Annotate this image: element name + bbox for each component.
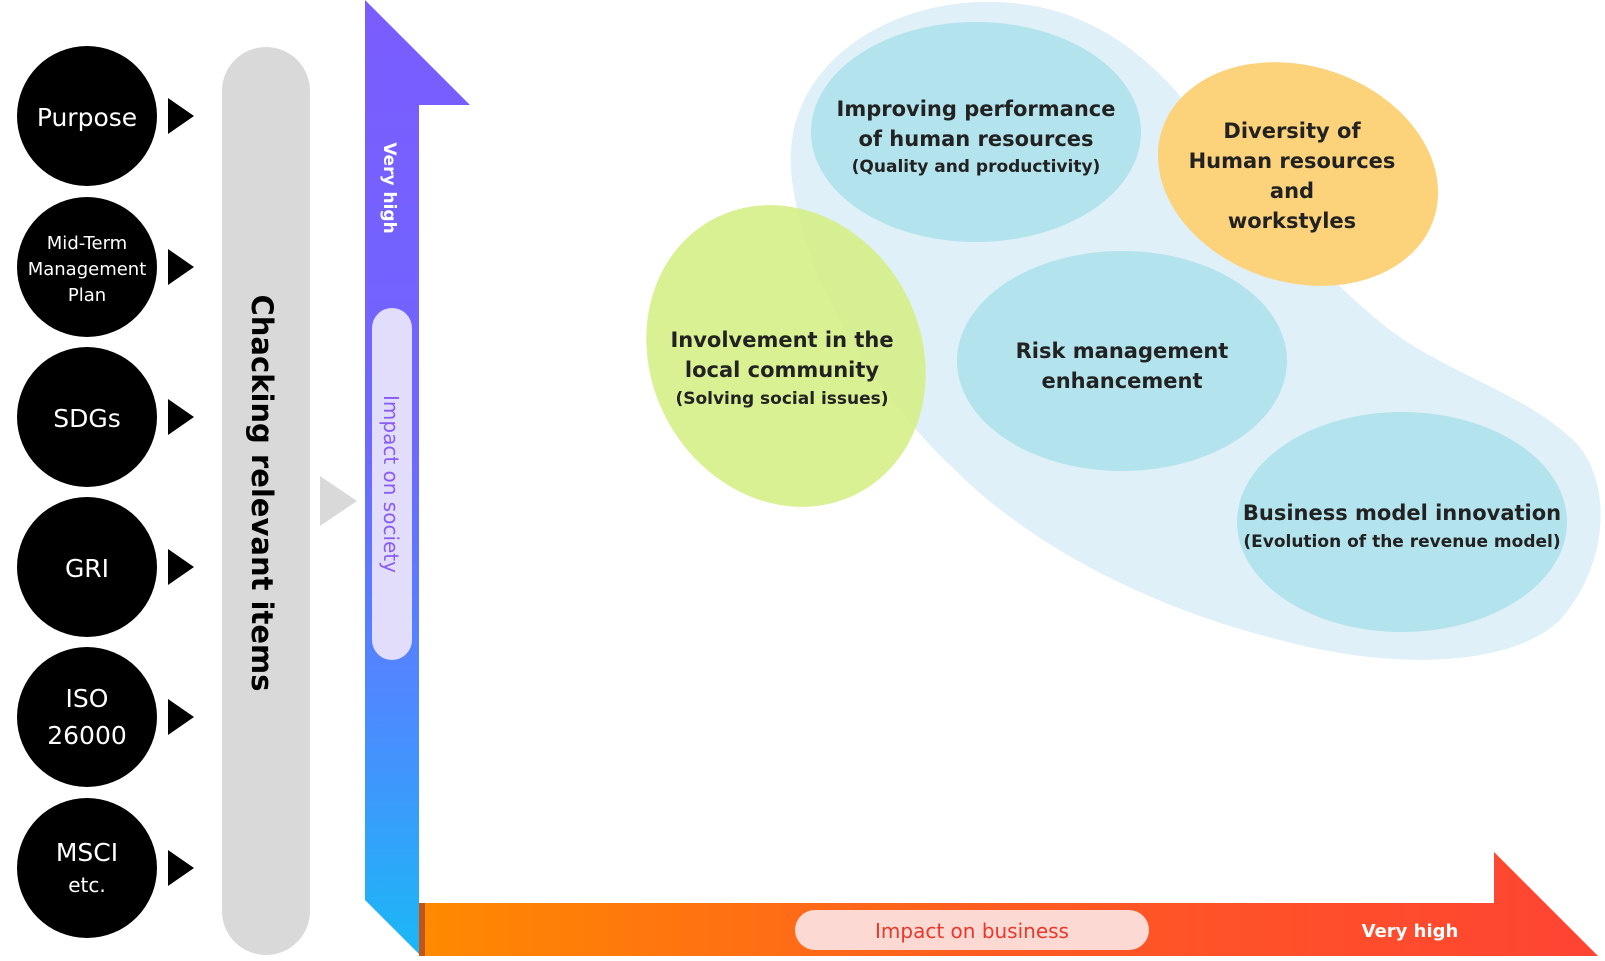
source-gri: GRI [17, 497, 194, 637]
triangle-right-icon [168, 549, 194, 585]
source-circle [17, 347, 157, 487]
item-human-resources-performance: Improving performance of human resources… [811, 22, 1141, 242]
source-label: 26000 [47, 721, 127, 750]
x-axis-title: Impact on business [875, 919, 1069, 943]
triangle-right-icon [168, 399, 194, 435]
triangle-right-icon [168, 249, 194, 285]
source-label: Purpose [37, 103, 137, 132]
item-ellipse [646, 205, 926, 507]
source-label: Plan [68, 285, 106, 306]
x-axis-title-pill [795, 910, 1149, 950]
axis-corner [419, 903, 425, 956]
item-title: Diversity of [1223, 119, 1361, 143]
item-ellipse [1157, 62, 1439, 286]
item-title: Business model innovation [1243, 501, 1561, 525]
y-axis-title-pill [372, 308, 412, 660]
item-title: Improving performance [837, 97, 1116, 121]
source-label: etc. [68, 873, 106, 897]
item-title: of human resources [858, 127, 1093, 151]
source-list: Purpose Mid-Term Management Plan SDGs GR… [17, 46, 194, 938]
source-circle [17, 197, 157, 337]
source-mid-term-plan: Mid-Term Management Plan [17, 197, 194, 337]
item-subtitle: (Solving social issues) [675, 389, 888, 409]
source-circle [17, 647, 157, 787]
y-axis-title: Impact on society [379, 395, 403, 573]
y-axis: Very high Impact on society [365, 0, 470, 954]
triangle-right-icon [168, 850, 194, 886]
item-risk-management: Risk management enhancement [957, 251, 1287, 471]
checking-bar: Chacking relevant items [222, 47, 357, 955]
x-axis-high-label: Very high [1362, 921, 1459, 942]
x-axis: Impact on business Very high [419, 852, 1598, 956]
source-label: SDGs [53, 404, 121, 433]
item-subtitle: (Evolution of the revenue model) [1243, 532, 1560, 552]
item-title: Involvement in the [670, 328, 893, 352]
item-title: workstyles [1228, 209, 1356, 233]
item-title: Human resources [1189, 149, 1396, 173]
source-label: GRI [65, 554, 109, 583]
item-ellipse [957, 251, 1287, 471]
source-label: ISO [66, 684, 109, 713]
source-iso-26000: ISO 26000 [17, 647, 194, 787]
y-axis-high-label: Very high [379, 142, 399, 233]
item-local-community: Involvement in the local community (Solv… [646, 205, 926, 507]
item-title: local community [685, 358, 880, 382]
y-axis-arrow [365, 0, 470, 954]
source-label: MSCI [56, 838, 118, 867]
source-msci: MSCI etc. [17, 798, 194, 938]
triangle-right-icon [168, 699, 194, 735]
x-axis-arrow [419, 852, 1598, 956]
source-label: Mid-Term [47, 233, 127, 254]
item-diversity: Diversity of Human resources and worksty… [1157, 62, 1439, 286]
source-purpose: Purpose [17, 46, 194, 186]
item-ellipse [811, 22, 1141, 242]
item-business-model: Business model innovation (Evolution of … [1237, 412, 1567, 632]
item-title: enhancement [1041, 369, 1202, 393]
source-circle [17, 497, 157, 637]
source-circle [17, 46, 157, 186]
source-sdgs: SDGs [17, 347, 194, 487]
checking-bar-pill [222, 47, 310, 955]
source-label: Management [28, 259, 147, 280]
item-title: Risk management [1016, 339, 1229, 363]
source-circle [17, 798, 157, 938]
triangle-right-icon [168, 98, 194, 134]
item-title: and [1270, 179, 1314, 203]
item-subtitle: (Quality and productivity) [852, 157, 1101, 177]
checking-bar-label: Chacking relevant items [245, 294, 279, 691]
triangle-right-icon [320, 476, 357, 526]
item-ellipse [1237, 412, 1567, 632]
